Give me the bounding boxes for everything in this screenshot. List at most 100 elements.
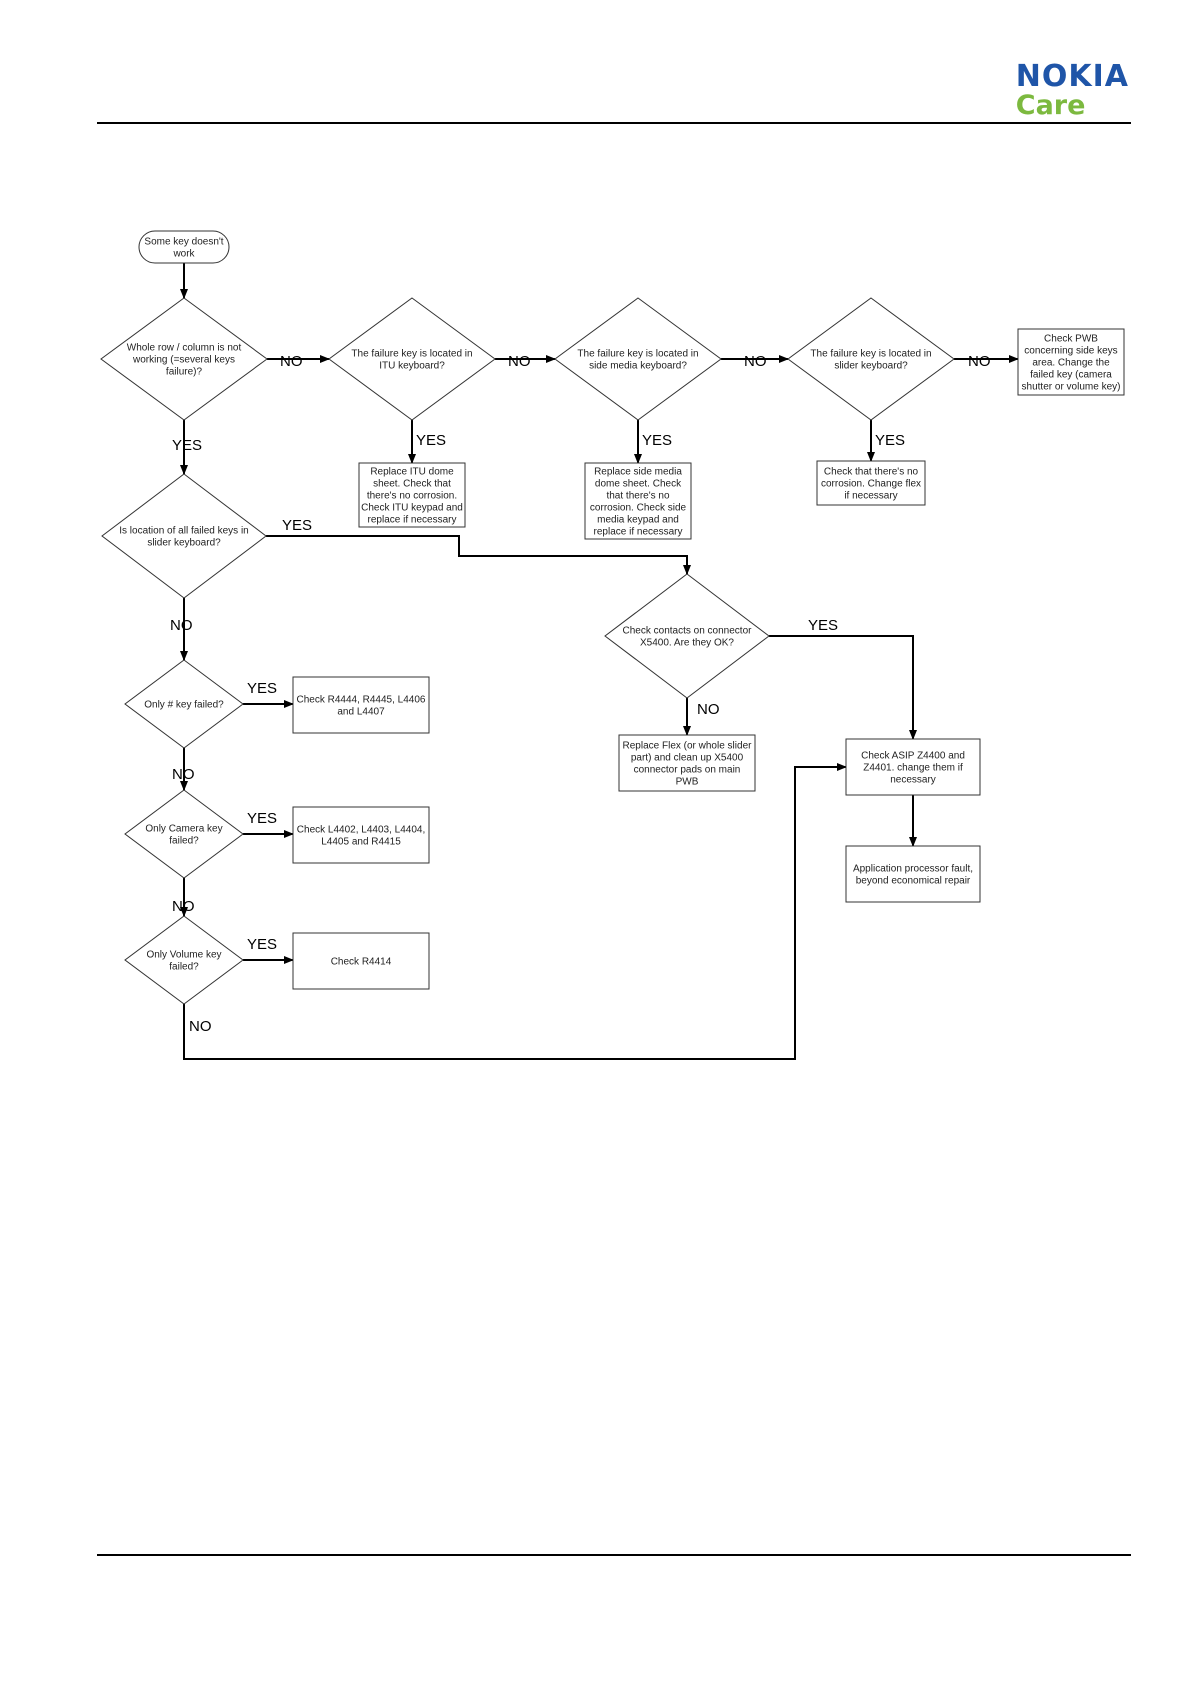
node-text-line: side media keyboard? [589,361,687,372]
action-node-a_volume: Check R4414 [292,932,430,990]
node-text-line: PWB [676,777,699,788]
edge-label-no: NO [172,898,195,915]
edge-label-no: NO [189,1018,212,1035]
node-text-line: Some key doesn't [144,237,223,248]
header-rule [97,122,1131,124]
node-text: Check R4414 [331,957,392,968]
decision-diamond [554,297,722,421]
node-text-line: there's no corrosion. [367,491,457,502]
node-text-line: Only Camera key [145,824,222,835]
process-box [845,738,981,796]
edge-label-yes: YES [642,432,672,449]
node-text-line: X5400. Are they OK? [640,638,734,649]
node-text-line: part) and clean up X5400 [631,753,744,764]
process-box [816,460,926,506]
node-text-line: Check L4402, L4403, L4404, [297,825,425,836]
nokia-care-logo: NOKIA Care [1016,62,1129,120]
connector-q_all_slider-to-q_contacts [266,535,691,575]
node-text-line: The failure key is located in [351,349,472,360]
node-text-line: Replace side media [594,467,682,478]
node-text-line: concerning side keys [1024,346,1117,357]
connector-q_contacts-to-a_asip [769,635,917,740]
node-text-line: Check ITU keypad and [361,503,463,514]
edge-label-yes: YES [875,432,905,449]
node-text-line: dome sheet. Check [595,479,682,490]
process-box [292,676,430,734]
decision-diamond [124,915,244,1005]
action-node-a_proc: Application processor fault,beyond econo… [845,845,981,903]
node-text: Application processor fault,beyond econo… [853,864,973,887]
process-box [618,734,756,792]
node-text-line: ITU keyboard? [379,361,445,372]
edge-label-yes: YES [172,437,202,454]
node-text: Check L4402, L4403, L4404,L4405 and R441… [297,825,425,848]
edge-label-yes: YES [247,680,277,697]
node-text-line: media keypad and [597,515,679,526]
node-text-line: Whole row / column is not [127,343,242,354]
edge-label-yes: YES [247,810,277,827]
node-text-line: Replace ITU dome [370,467,454,478]
node-text: Only # key failed? [144,700,224,711]
node-text-line: corrosion. Change flex [821,479,921,490]
footer-rule [97,1554,1131,1556]
process-box [292,806,430,864]
edge-label-no: NO [280,353,303,370]
edge-label-no: NO [744,353,767,370]
node-text-line: failed key (camera [1030,370,1112,381]
node-text-line: Check ASIP Z4400 and [861,751,965,762]
node-text-line: working (=several keys [132,355,235,366]
decision-diamond [101,473,267,599]
node-text-line: slider keyboard? [834,361,908,372]
node-text-line: work [172,249,195,260]
node-text-line: slider keyboard? [147,538,221,549]
decision-diamond [124,789,244,879]
node-text-line: The failure key is located in [577,349,698,360]
edge-label-no: NO [508,353,531,370]
process-box [584,462,692,540]
edge-label-yes: YES [416,432,446,449]
node-text-line: The failure key is located in [810,349,931,360]
node-text-line: Check that there's no [824,467,919,478]
edge-label-yes: YES [808,617,838,634]
decision-node-q_hash: Only # key failed? [124,659,244,749]
action-node-a_camera: Check L4402, L4403, L4404,L4405 and R441… [292,806,430,864]
node-text-line: sheet. Check that [373,479,451,490]
decision-diamond [604,573,770,699]
node-text-line: Application processor fault, [853,864,973,875]
node-text-line: Only Volume key [146,950,221,961]
node-text-line: Is location of all failed keys in [119,526,249,537]
node-text-line: replace if necessary [368,515,457,526]
logo-brand: NOKIA [1015,59,1129,94]
node-text-line: if necessary [844,491,897,502]
node-text-line: Check PWB [1044,334,1098,345]
edge-label-yes: YES [282,517,312,534]
node-text-line: failure)? [166,367,203,378]
edge-label-no: NO [968,353,991,370]
node-text-line: Only # key failed? [144,700,224,711]
node-text-line: Check contacts on connector [623,626,753,637]
process-box [845,845,981,903]
process-box [1017,328,1125,396]
